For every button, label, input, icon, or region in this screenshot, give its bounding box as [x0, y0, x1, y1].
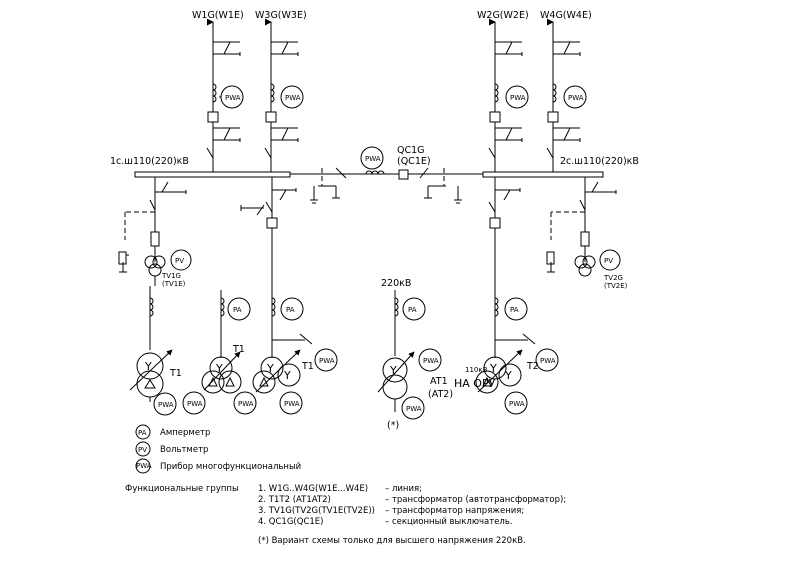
svg-text:Y: Y	[489, 362, 497, 375]
svg-text:4. QC1G(QC1E): 4. QC1G(QC1E)	[258, 517, 323, 527]
svg-text:PWA: PWA	[423, 357, 439, 365]
meter-pwa-w4	[563, 85, 587, 109]
meter-pwa-w3	[280, 85, 304, 109]
transformer-bay-t1-b: PA Y T1 PWA PWA	[182, 290, 257, 415]
feeder-label-w3: W3G(W3E)	[255, 10, 307, 21]
svg-text:НА ОРУ: НА ОРУ	[454, 377, 496, 390]
feeder-w1: PWA	[206, 18, 244, 175]
meter-pv-right	[599, 249, 621, 271]
busbar-2	[482, 171, 604, 178]
svg-text:PWA: PWA	[540, 357, 556, 365]
transformer-bay-t1-c: PA Y Y T1 PWA PWA	[240, 177, 338, 415]
groups-title: Функциональные группы	[125, 484, 239, 494]
svg-text:AT1: AT1	[430, 376, 448, 387]
svg-text:PA: PA	[286, 306, 295, 314]
legend-ammeter-symbol	[135, 424, 151, 440]
svg-text:T1: T1	[232, 344, 245, 355]
svg-text:Y: Y	[283, 369, 291, 382]
svg-text:T1: T1	[169, 368, 182, 379]
legend-multifunction-label: Прибор многофункциональный	[160, 462, 301, 472]
meter-pwa-sectional	[360, 146, 384, 170]
footnote: (*) Вариант схемы только для высшего нап…	[258, 536, 526, 546]
voltage-transformer-left: PV TV1G (TV1E)	[118, 177, 192, 288]
svg-text:– трансформатор (автотрансфор: – трансформатор (автотрансформатор);	[385, 495, 566, 505]
svg-text:Y: Y	[215, 362, 223, 375]
svg-text:3. TV1G(TV2G(TV1E(TV2E)): 3. TV1G(TV2G(TV1E(TV2E))	[258, 506, 375, 516]
svg-text:(TV2E): (TV2E)	[604, 282, 628, 290]
svg-text:(QC1E): (QC1E)	[397, 156, 431, 167]
svg-text:T2: T2	[526, 361, 539, 372]
bus-label-right: 2с.ш110(220)кВ	[560, 156, 639, 167]
svg-text:Y: Y	[144, 360, 152, 373]
svg-text:TV2G: TV2G	[603, 274, 623, 282]
transformer-bay-t2: PA Y Y T2 110кВ НА ОРУ PWA PWA	[454, 177, 559, 415]
svg-text:2. T1T2 (AT1AT2): 2. T1T2 (AT1AT2)	[258, 495, 331, 505]
busbar-1	[134, 171, 291, 178]
feeder-w2: PWA	[488, 18, 529, 175]
voltage-transformer-right: PV TV2G (TV2E)	[546, 177, 628, 290]
svg-text:Y: Y	[504, 369, 512, 382]
svg-text:PWA: PWA	[136, 462, 152, 470]
svg-text:PWA: PWA	[319, 357, 335, 365]
svg-text:PWA: PWA	[284, 400, 300, 408]
svg-text:T1: T1	[301, 361, 314, 372]
svg-text:PA: PA	[408, 306, 417, 314]
functional-groups: Функциональные группы 1. W1G..W4G(W1E...…	[125, 484, 566, 546]
svg-text:PV: PV	[175, 257, 184, 265]
feeder-w4: PWA	[546, 18, 587, 175]
svg-text:Y: Y	[389, 364, 397, 377]
legend: PA Амперметр PV Вольтметр PWA Прибор мно…	[135, 424, 301, 474]
svg-text:– секционный выключатель.: – секционный выключатель.	[385, 517, 513, 527]
svg-text:PWA: PWA	[509, 400, 525, 408]
svg-text:PA: PA	[510, 306, 519, 314]
feeder-label-w4: W4G(W4E)	[540, 10, 592, 21]
svg-text:(*): (*)	[387, 420, 399, 431]
legend-voltmeter-symbol	[135, 441, 151, 457]
svg-text:PWA: PWA	[406, 405, 422, 413]
svg-text:– линия;: – линия;	[385, 484, 422, 494]
svg-text:PWA: PWA	[187, 400, 203, 408]
sectional-breaker: QC1G (QC1E) PWA	[290, 145, 483, 204]
feeder-label-w2: W2G(W2E)	[477, 10, 529, 21]
meter-pv-left	[170, 249, 192, 271]
legend-multifunction-symbol	[135, 458, 151, 474]
svg-text:PWA: PWA	[510, 94, 526, 102]
svg-text:PWA: PWA	[238, 400, 254, 408]
svg-text:220кВ: 220кВ	[381, 278, 411, 289]
svg-text:PWA: PWA	[158, 401, 174, 409]
svg-text:PWA: PWA	[225, 94, 241, 102]
svg-text:PWA: PWA	[365, 155, 381, 163]
svg-text:PWA: PWA	[568, 94, 584, 102]
svg-text:110кВ: 110кВ	[465, 366, 488, 374]
feeder-label-w1: W1G(W1E)	[192, 10, 244, 21]
svg-text:PV: PV	[138, 446, 147, 454]
svg-text:1. W1G..W4G(W1E...W4E): 1. W1G..W4G(W1E...W4E)	[258, 484, 368, 494]
transformer-bay-t1-a: Y T1 PWA	[129, 286, 182, 416]
svg-text:PA: PA	[138, 429, 147, 437]
legend-ammeter-label: Амперметр	[160, 428, 210, 438]
svg-text:PWA: PWA	[285, 94, 301, 102]
svg-text:– трансформатор напряжения;: – трансформатор напряжения;	[385, 506, 524, 516]
feeder-w3: PWA	[264, 18, 304, 175]
autotransformer-bay: 220кВ PA Y AT1 (AT2) PWA PWA (*)	[377, 278, 453, 431]
svg-text:(AT2): (AT2)	[428, 389, 453, 400]
svg-text:(TV1E): (TV1E)	[162, 280, 186, 288]
svg-text:TV1G: TV1G	[161, 272, 181, 280]
svg-text:QC1G: QC1G	[397, 145, 425, 156]
bus-label-left: 1с.ш110(220)кВ	[110, 156, 189, 167]
svg-text:Y: Y	[266, 362, 274, 375]
legend-voltmeter-label: Вольтметр	[160, 445, 208, 455]
svg-text:PA: PA	[233, 306, 242, 314]
svg-text:PV: PV	[604, 257, 613, 265]
meter-pwa-w2	[505, 85, 529, 109]
